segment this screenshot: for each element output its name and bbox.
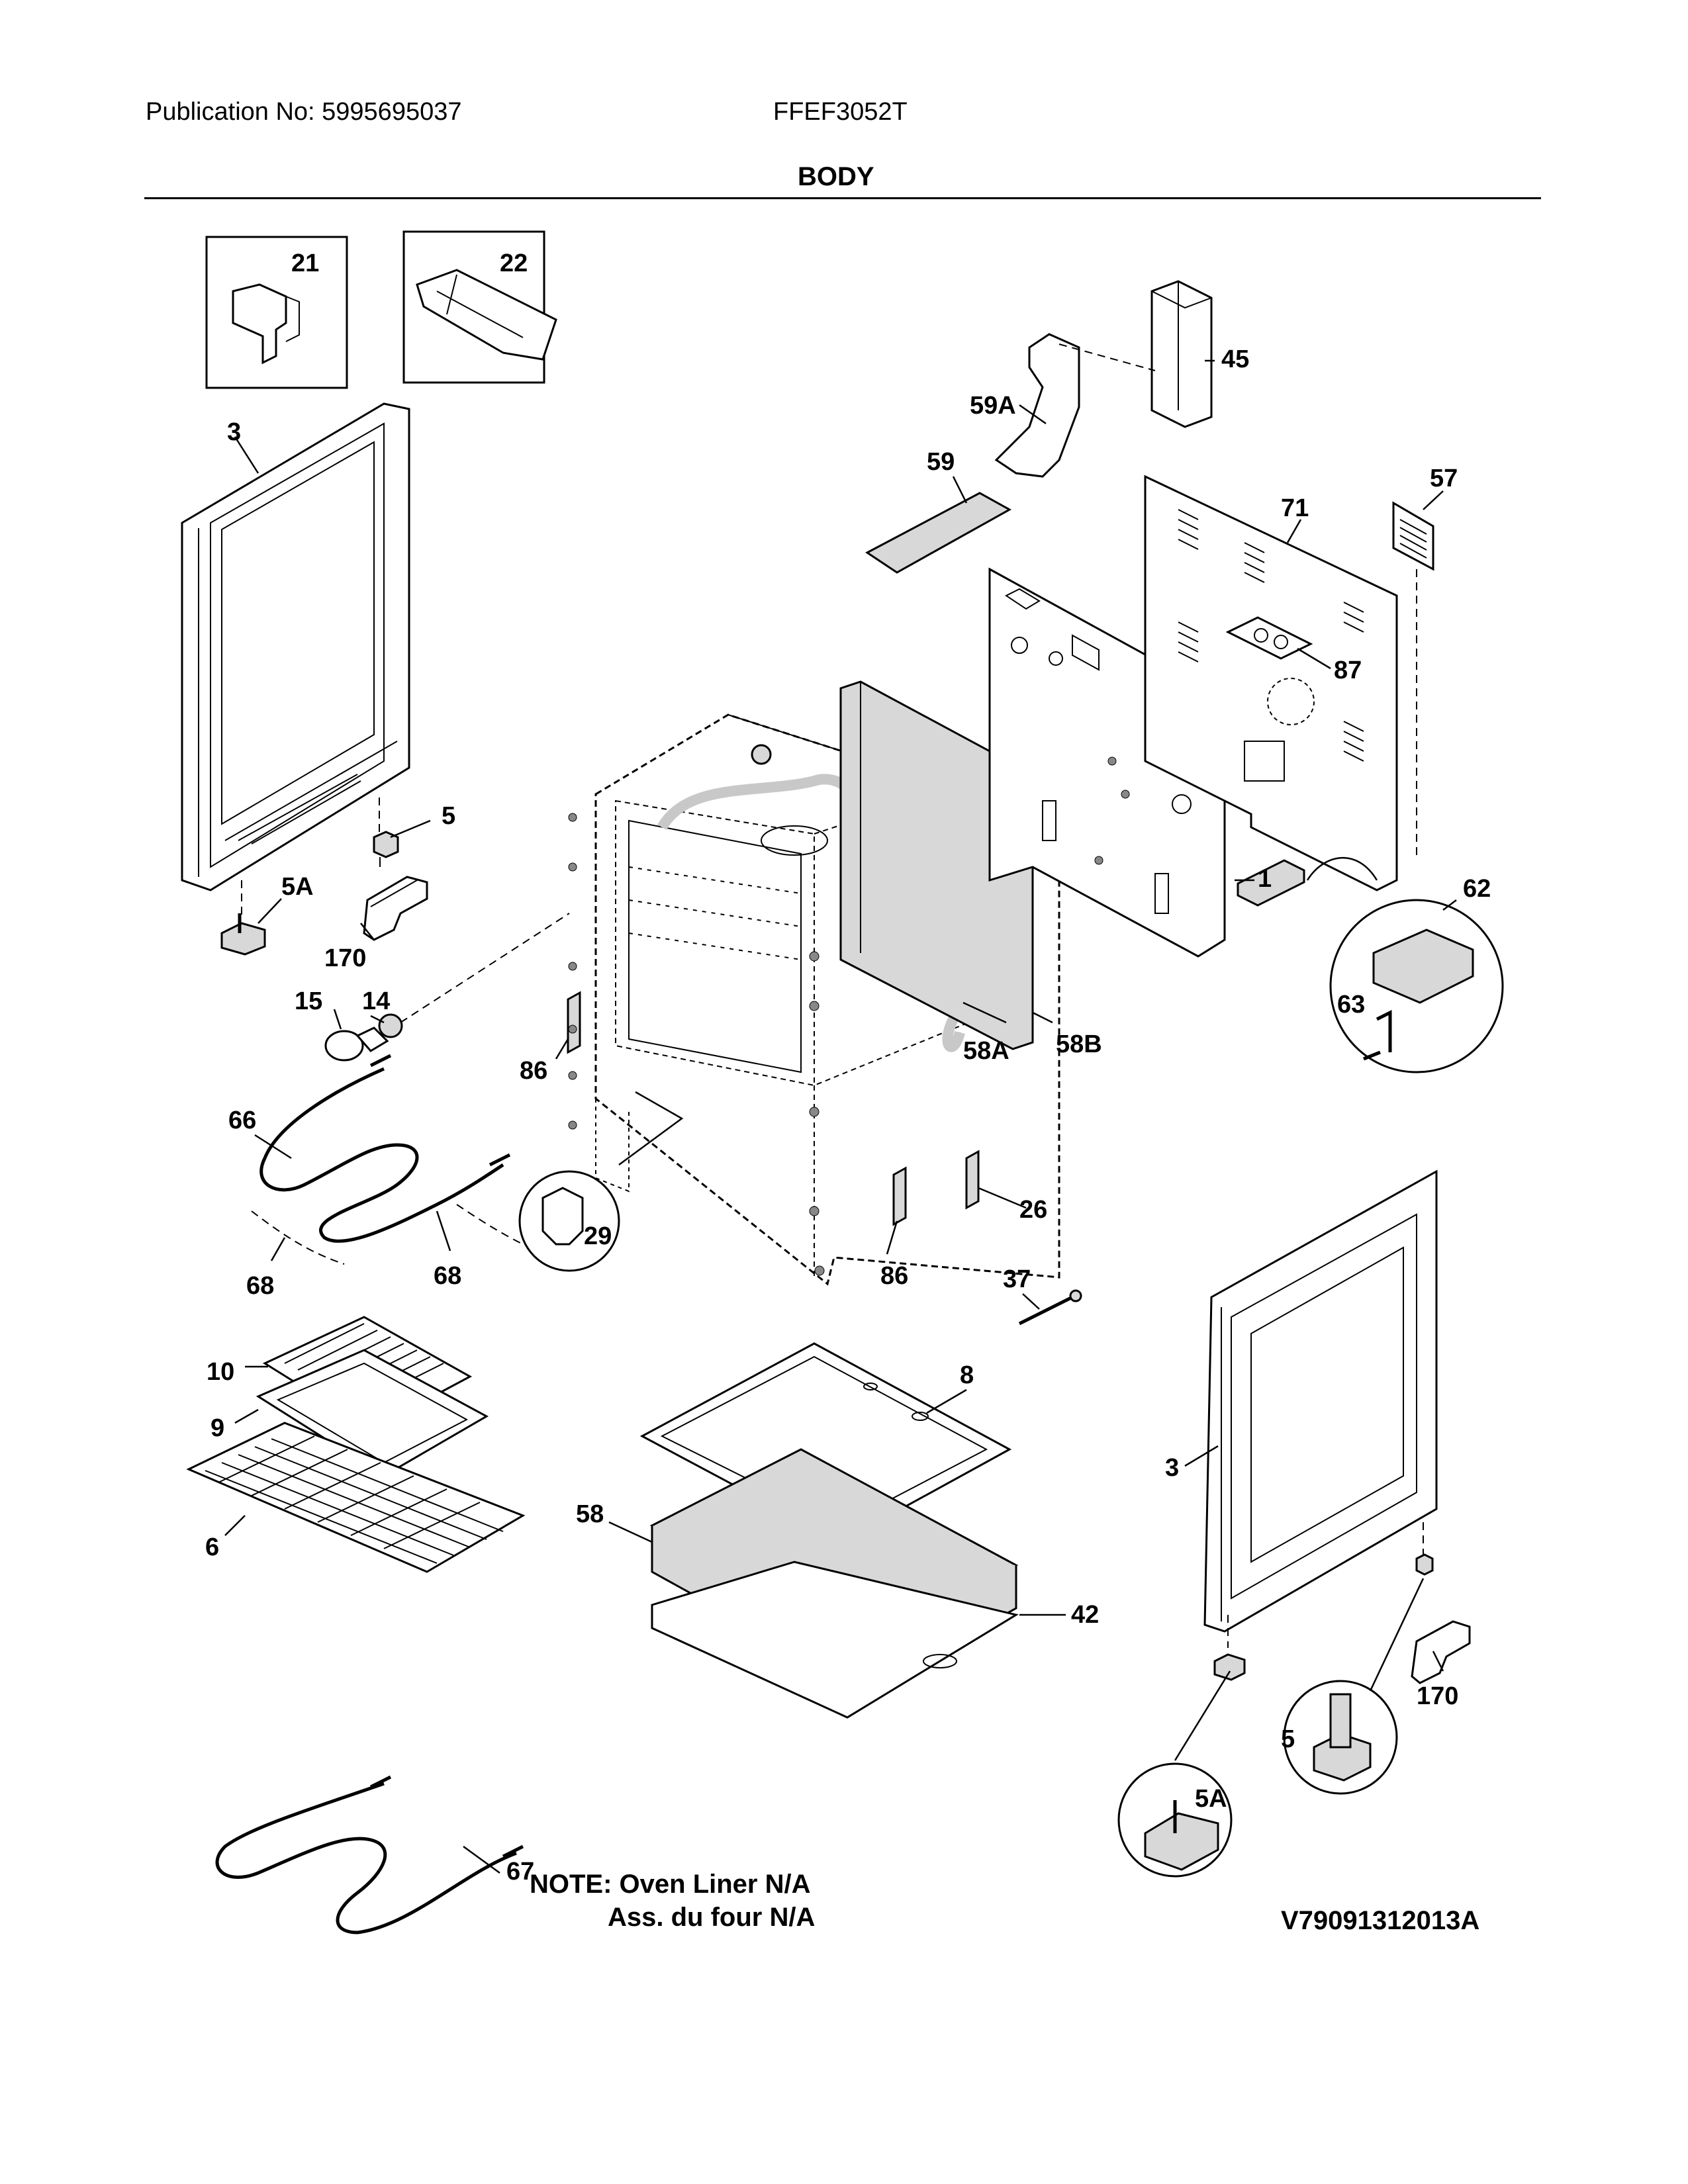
part-58B-insulation: [839, 680, 1034, 1050]
section-title: BODY: [798, 162, 874, 191]
callout-58B: 58B: [1056, 1030, 1102, 1058]
part-21-box: [205, 236, 348, 389]
part-37-sensor: [1018, 1289, 1082, 1326]
part-42-lower-panel: [651, 1561, 1019, 1719]
callout-6: 6: [205, 1533, 219, 1561]
part-68-wire-right: [456, 1204, 524, 1245]
callout-5-right: 5: [1281, 1725, 1295, 1753]
part-86-bracket-upper: [567, 991, 581, 1054]
part-22-box: [402, 230, 557, 384]
callout-57: 57: [1430, 465, 1458, 492]
callout-45: 45: [1221, 345, 1249, 373]
part-68-wire-left: [251, 1210, 345, 1265]
callout-22: 22: [500, 250, 528, 277]
callout-86-lower: 86: [880, 1262, 908, 1290]
callout-68-right: 68: [434, 1262, 461, 1290]
part-26-bracket: [965, 1150, 980, 1210]
callout-58A: 58A: [963, 1037, 1009, 1065]
callout-71: 71: [1281, 494, 1309, 522]
part-87-plate: [1225, 616, 1313, 660]
callout-37: 37: [1003, 1265, 1031, 1293]
part-15-14-lamp: [324, 913, 570, 1062]
part-45-box: [1150, 280, 1213, 428]
part-5-hinge-left: [373, 797, 399, 867]
callout-9: 9: [211, 1414, 224, 1442]
part-170-right: [1411, 1620, 1471, 1684]
callout-87: 87: [1334, 657, 1362, 684]
callout-59: 59: [927, 448, 955, 476]
leader-lines: [224, 359, 1457, 1874]
part-71-rear-cover: [1144, 475, 1398, 891]
callout-67: 67: [506, 1858, 534, 1886]
callout-59A: 59A: [970, 392, 1016, 420]
part-3-right-door: [1203, 1169, 1438, 1633]
callout-3-left: 3: [227, 418, 241, 446]
callout-14: 14: [362, 987, 390, 1015]
callout-62: 62: [1463, 875, 1491, 903]
callout-170-left: 170: [324, 944, 366, 972]
part-62-terminal-block: [1237, 856, 1504, 1073]
callout-3-right: 3: [1165, 1454, 1179, 1482]
header-rule: [144, 197, 1541, 199]
callout-labels: 21 22 45 59A 59 57 71 87 3 5 5A 170 14 1…: [205, 250, 1491, 1886]
part-3-left-door: [181, 402, 410, 891]
part-170-left: [363, 876, 428, 941]
callout-26: 26: [1019, 1196, 1047, 1224]
callout-5-left: 5: [442, 802, 455, 830]
callout-86-upper: 86: [520, 1057, 547, 1085]
part-5A-hinge-left: [220, 880, 266, 956]
callout-5A-left: 5A: [281, 873, 314, 901]
note-line-1: NOTE: Oven Liner N/A: [530, 1870, 811, 1899]
part-59-duct: [865, 492, 1012, 574]
publication-number: Publication No: 5995695037: [146, 98, 462, 126]
callout-170-right: 170: [1417, 1682, 1458, 1710]
diagram-code: V79091312013A: [1281, 1906, 1479, 1935]
part-66-broil-element: [259, 1054, 511, 1243]
part-59A-duct: [994, 333, 1156, 478]
part-5A-hinge-right: [1117, 1615, 1246, 1878]
part-57-vent-cover: [1392, 501, 1434, 860]
callout-5A-right: 5A: [1195, 1785, 1227, 1813]
callout-8: 8: [960, 1361, 974, 1389]
callout-10: 10: [207, 1358, 234, 1386]
part-67-bake-element: [215, 1775, 524, 1934]
callout-15: 15: [295, 987, 322, 1015]
callout-58: 58: [576, 1500, 604, 1528]
callout-63: 63: [1337, 991, 1365, 1019]
part-6-oven-rack: [186, 1422, 526, 1573]
callout-29: 29: [584, 1222, 612, 1250]
note-line-2: Ass. du four N/A: [608, 1903, 815, 1932]
callout-68-left: 68: [246, 1272, 274, 1300]
part-86-bracket-lower: [892, 1166, 907, 1226]
part-5-hinge-right: [1283, 1522, 1434, 1795]
callout-66: 66: [228, 1107, 256, 1134]
callout-21: 21: [291, 250, 319, 277]
part-29-detail: [518, 1091, 684, 1272]
callout-42: 42: [1071, 1601, 1099, 1629]
callout-1: 1: [1258, 865, 1272, 893]
model-number: FFEF3052T: [773, 98, 908, 126]
screws: [568, 813, 825, 1276]
